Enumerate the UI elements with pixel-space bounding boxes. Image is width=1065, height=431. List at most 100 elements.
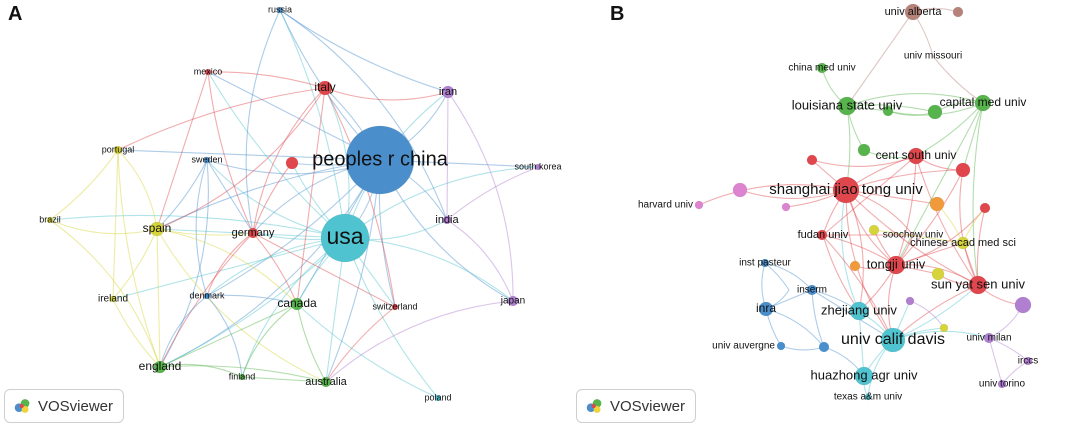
node-portugal[interactable] <box>113 145 123 155</box>
network-edge <box>195 159 208 297</box>
network-edge <box>845 189 864 312</box>
node-spain[interactable] <box>149 221 165 237</box>
network-edge <box>895 169 964 266</box>
node-r4[interactable] <box>979 202 991 214</box>
node-y1[interactable] <box>868 224 880 236</box>
node-torino[interactable] <box>997 379 1007 389</box>
node-pu2[interactable] <box>905 296 915 306</box>
network-edge <box>156 71 209 230</box>
node-p2[interactable] <box>781 202 791 212</box>
node-mexico[interactable] <box>204 68 212 76</box>
node-cas[interactable] <box>956 236 970 250</box>
node-irccs[interactable] <box>1023 356 1033 366</box>
node-zhejiang[interactable] <box>849 301 869 321</box>
node-alberta[interactable] <box>904 3 922 21</box>
node-redunl[interactable] <box>285 156 299 170</box>
node-russia[interactable] <box>276 6 284 14</box>
node-sjtu[interactable] <box>832 176 860 204</box>
node-milan[interactable] <box>983 332 995 344</box>
node-huazhong[interactable] <box>854 366 874 386</box>
node-poland[interactable] <box>434 394 442 402</box>
network-edge <box>252 232 298 305</box>
node-pasteur[interactable] <box>760 258 770 268</box>
node-g1[interactable] <box>927 104 943 120</box>
network-edge <box>207 71 254 234</box>
node-inra[interactable] <box>758 301 774 317</box>
node-label-alberta: univ alberta <box>885 6 943 18</box>
node-capital[interactable] <box>974 94 992 112</box>
network-edge <box>117 149 158 230</box>
node-label-pasteur: inst pasteur <box>739 258 791 269</box>
node-alberta2[interactable] <box>952 6 964 18</box>
node-lsu[interactable] <box>837 96 857 116</box>
node-chinamed[interactable] <box>816 62 828 74</box>
node-g2[interactable] <box>882 105 894 117</box>
node-auvergne[interactable] <box>776 341 786 351</box>
panel-a-badge-label: VOSviewer <box>37 397 113 415</box>
panel-a-edges <box>49 9 539 399</box>
network-edge <box>49 219 158 235</box>
node-g3[interactable] <box>857 143 871 157</box>
node-label-mexico: mexico <box>194 66 223 76</box>
node-japan[interactable] <box>507 295 519 307</box>
network-edge <box>296 303 439 399</box>
node-canada[interactable] <box>290 297 304 311</box>
network-edge <box>159 363 243 378</box>
node-texas[interactable] <box>864 393 872 401</box>
node-italy[interactable] <box>317 80 333 96</box>
node-china[interactable] <box>345 125 415 195</box>
node-r2[interactable] <box>806 154 818 166</box>
node-label-ucdavis: univ calif davis <box>841 331 945 348</box>
node-ireland[interactable] <box>109 295 117 303</box>
node-inserm[interactable] <box>806 284 818 296</box>
node-denmark[interactable] <box>203 292 211 300</box>
node-finland[interactable] <box>238 373 246 381</box>
network-edge <box>241 376 327 383</box>
network-edge <box>822 155 917 236</box>
node-brazil[interactable] <box>46 216 54 224</box>
panel-b-vosviewer-badge[interactable]: VOSviewer <box>576 389 696 423</box>
node-ucdavis[interactable] <box>880 327 906 353</box>
node-australia[interactable] <box>320 376 332 388</box>
node-centsouth[interactable] <box>907 147 925 165</box>
panel-a-vosviewer-badge[interactable]: VOSviewer <box>4 389 124 423</box>
node-india[interactable] <box>442 215 452 225</box>
network-edge <box>324 87 449 101</box>
vosviewer-logo-icon <box>14 399 30 413</box>
node-o2[interactable] <box>849 260 861 272</box>
node-label-ireland: ireland <box>98 294 128 305</box>
node-tongji[interactable] <box>886 255 906 275</box>
node-label-milan: univ milan <box>966 333 1011 344</box>
network-edge <box>972 102 984 286</box>
node-o1[interactable] <box>929 196 945 212</box>
node-y2[interactable] <box>931 267 945 281</box>
node-label-sweden: sweden <box>191 154 222 164</box>
node-southkorea[interactable] <box>534 163 542 171</box>
node-r1[interactable] <box>955 162 971 178</box>
node-sysu[interactable] <box>968 275 988 295</box>
node-label-germany: germany <box>232 227 275 239</box>
node-label-china: peoples r china <box>312 148 449 170</box>
node-usa[interactable] <box>320 213 370 263</box>
network-edge <box>324 87 396 308</box>
network-edge <box>112 149 119 300</box>
network-edge <box>821 234 894 341</box>
node-r3[interactable] <box>816 229 828 241</box>
node-harvard[interactable] <box>694 200 704 210</box>
node-p1[interactable] <box>732 182 748 198</box>
network-edge <box>159 237 346 368</box>
node-y3[interactable] <box>939 323 949 333</box>
network-edge <box>156 87 326 230</box>
node-pu1[interactable] <box>1014 296 1032 314</box>
node-switzerland[interactable] <box>391 303 399 311</box>
node-sweden[interactable] <box>203 156 211 164</box>
node-label-southkorea: south korea <box>514 161 561 171</box>
node-england[interactable] <box>153 360 167 374</box>
node-iran[interactable] <box>441 85 455 99</box>
network-edge <box>447 91 514 302</box>
network-edge <box>159 159 209 368</box>
node-germany[interactable] <box>247 227 259 239</box>
network-edge <box>279 9 448 221</box>
node-b2[interactable] <box>818 341 830 353</box>
